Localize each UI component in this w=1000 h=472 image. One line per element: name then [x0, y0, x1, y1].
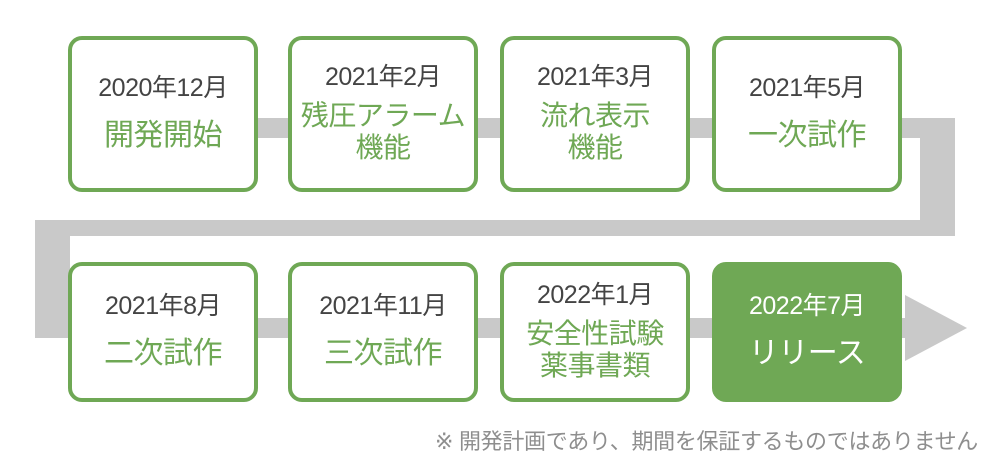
milestone-card-6: 2021年11月 三次試作: [288, 262, 478, 402]
milestone-date: 2020年12月: [98, 74, 228, 103]
milestone-label: 三次試作: [324, 336, 443, 370]
milestone-date: 2022年7月: [748, 292, 866, 321]
milestone-card-8-release: 2022年7月 リリース: [712, 262, 902, 402]
milestone-date: 2021年8月: [104, 292, 222, 321]
milestone-label: 残圧アラーム: [300, 99, 466, 131]
connector-wrap-right-vertical: [920, 118, 955, 236]
milestone-card-5: 2021年8月 二次試作: [68, 262, 258, 402]
milestone-date: 2021年5月: [748, 74, 866, 103]
milestone-label: 安全性試験: [526, 317, 664, 349]
milestone-date: 2021年2月: [324, 63, 442, 92]
milestone-card-2: 2021年2月 残圧アラーム 機能: [288, 36, 478, 192]
connector-wrap-horizontal: [35, 220, 955, 236]
milestone-label: リリース: [748, 336, 866, 370]
arrow-head-icon: [905, 295, 967, 361]
milestone-label: 流れ表示: [539, 99, 651, 131]
milestone-card-1: 2020年12月 開発開始: [68, 36, 258, 192]
milestone-card-7: 2022年1月 安全性試験 薬事書類: [500, 262, 690, 402]
milestone-label: 一次試作: [748, 118, 867, 152]
milestone-label: 開発開始: [104, 118, 223, 152]
milestone-label-line2: 薬事書類: [539, 350, 651, 382]
milestone-date: 2022年1月: [536, 281, 654, 310]
milestone-date: 2021年11月: [319, 292, 447, 321]
milestone-label: 二次試作: [104, 336, 223, 370]
milestone-card-4: 2021年5月 一次試作: [712, 36, 902, 192]
milestone-card-3: 2021年3月 流れ表示 機能: [500, 36, 690, 192]
disclaimer-note: ※ 開発計画であり、期間を保証するものではありません: [435, 429, 978, 454]
milestone-label-line2: 機能: [355, 132, 411, 164]
milestone-date: 2021年3月: [536, 63, 654, 92]
milestone-label-line2: 機能: [567, 132, 623, 164]
